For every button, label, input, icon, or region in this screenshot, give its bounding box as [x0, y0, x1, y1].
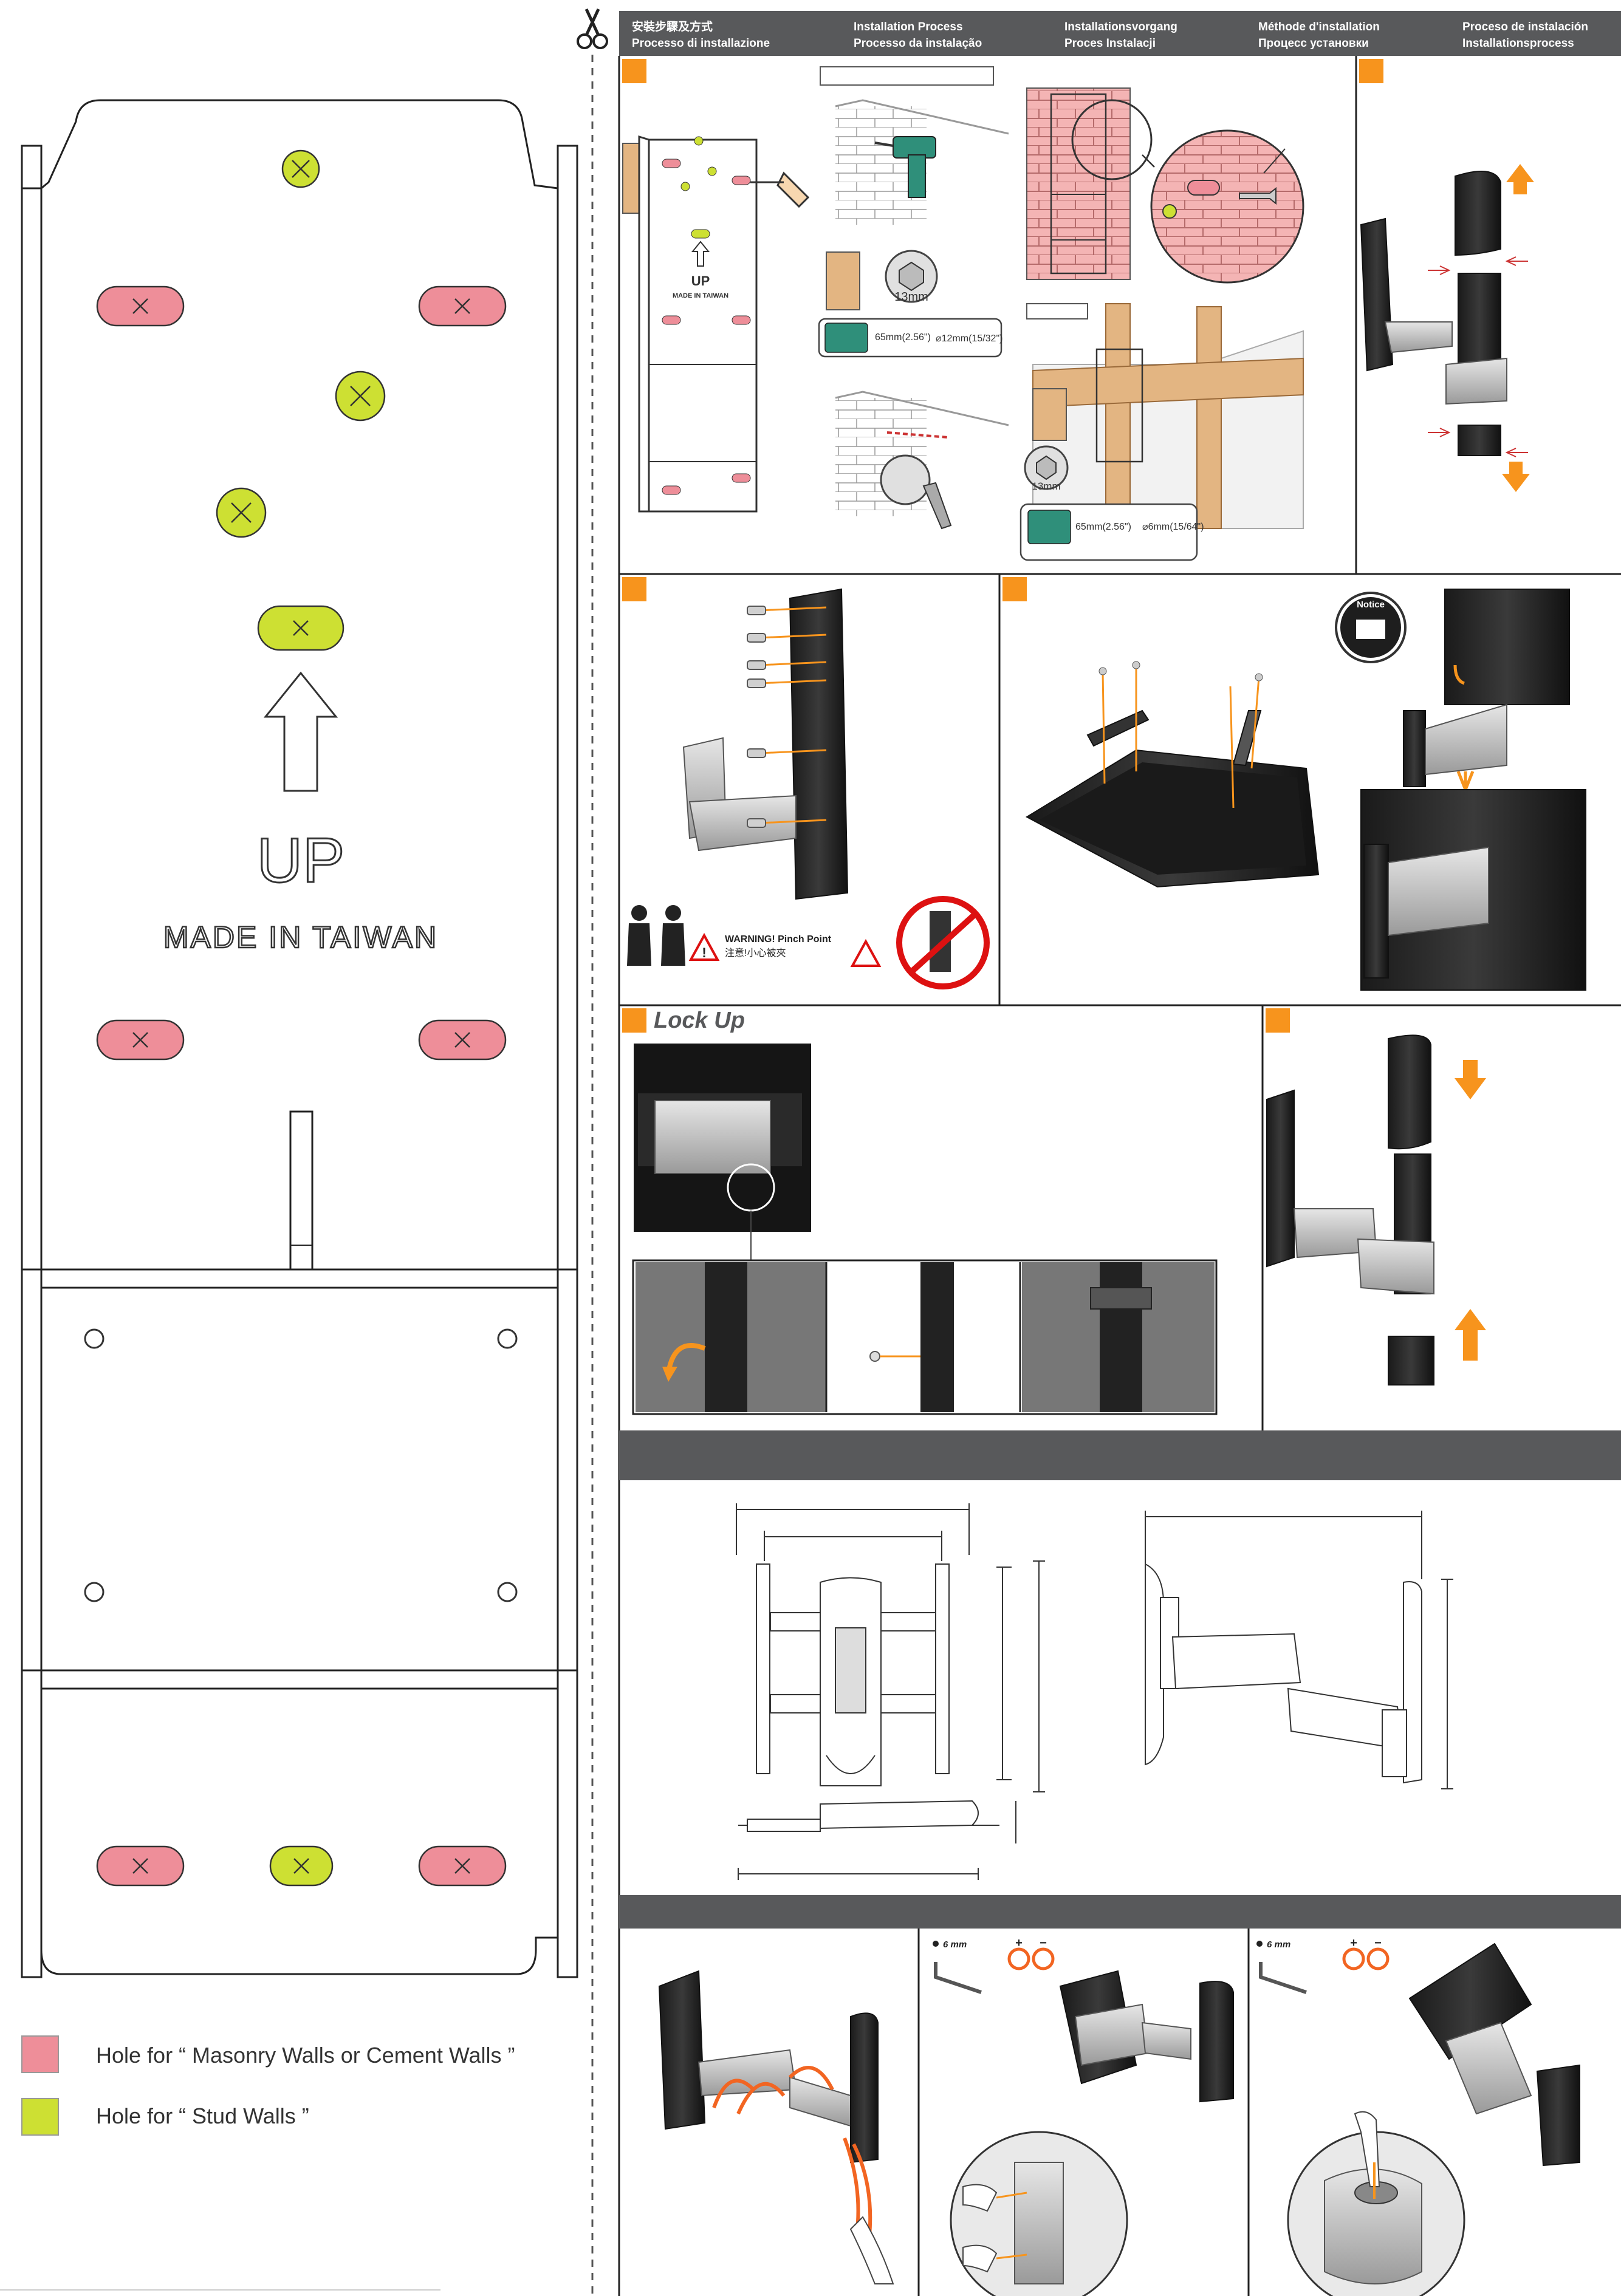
up-arrow-icon — [1455, 1309, 1486, 1361]
step5-tv-brackets-drawing: Notice — [1025, 589, 1586, 991]
depth-masonry-label: 65mm(2.56") — [875, 332, 931, 343]
warning-label: WARNING! Pinch Point — [725, 934, 832, 945]
step-hang-arm-drawing — [1266, 1034, 1486, 1385]
step-marker — [1266, 1008, 1290, 1033]
warning-icon: ! — [688, 932, 720, 961]
svg-text:安裝步驟及方式: 安裝步驟及方式 — [632, 19, 713, 33]
bit-stud-label: ⌀6mm(15/64") — [1142, 522, 1204, 532]
header-bar — [619, 11, 1621, 56]
stud-hole-icon — [335, 371, 386, 422]
masonry-hole-icon — [96, 1845, 185, 1887]
dimension-front-drawing — [736, 1503, 1045, 1880]
notice-icon: Notice — [1335, 592, 1407, 663]
step4-bolts-drawing: ! WARNING! Pinch Point 注意!小心被夾 — [627, 588, 990, 989]
step3-arm-install-drawing — [1360, 164, 1534, 492]
up-arrow-icon — [1506, 164, 1534, 194]
bit-masonry-label: ⌀12mm(15/32") — [936, 333, 1002, 344]
stud-hole-icon — [216, 487, 267, 538]
svg-text:+: + — [1350, 1936, 1357, 1950]
svg-text:+: + — [1015, 1936, 1023, 1950]
svg-text:Processo di installazione: Processo di installazione — [632, 37, 770, 50]
scissors-icon — [577, 8, 608, 49]
svg-text:Proces Instalacji: Proces Instalacji — [1064, 37, 1156, 50]
tension-adjust-drawing-2: 6 mm + − — [1256, 1936, 1580, 2296]
svg-text:−: − — [1374, 1936, 1382, 1950]
masonry-hole-icon — [418, 1019, 507, 1061]
legend-masonry-label: Hole for “ Masonry Walls or Cement Walls… — [96, 2043, 515, 2068]
step2-brick-wall-drawing — [1026, 87, 1304, 284]
svg-text:Installation Process: Installation Process — [854, 21, 963, 33]
lock-up-drawing — [632, 1044, 1218, 1415]
masonry-hole-icon — [96, 1019, 185, 1061]
adjust-bar — [619, 1895, 1621, 1929]
step1-template-drawing: UP MADE IN TAIWAN — [622, 135, 810, 513]
step-marker — [1002, 577, 1027, 601]
warning-zh-label: 注意!小心被夾 — [725, 947, 786, 958]
svg-text:Processo da instalação: Processo da instalação — [854, 37, 982, 50]
no-pinch-icon — [896, 896, 990, 989]
tension-adjust-drawing-1: 6 mm + − — [933, 1936, 1234, 2296]
dimension-bar — [619, 1430, 1621, 1480]
stud-hole-icon — [269, 1845, 334, 1887]
legend-masonry-swatch — [21, 2035, 59, 2073]
step-marker — [622, 577, 646, 601]
svg-text:Installationsvorgang: Installationsvorgang — [1064, 21, 1177, 33]
drill-size-label: 13mm — [894, 290, 928, 304]
dimension-side-drawing — [1145, 1511, 1453, 1789]
up-label: UP — [257, 825, 344, 896]
step2-stud-wall-drawing: 13mm 65mm(2.56") ⌀6mm(15/64") — [1020, 303, 1304, 561]
drill-icon — [874, 136, 936, 198]
svg-text:−: − — [1040, 1936, 1047, 1950]
masonry-hole-icon — [418, 285, 507, 327]
legend-stud-label: Hole for “ Stud Walls ” — [96, 2103, 309, 2128]
step1-drilling-drawing: 13mm 65mm(2.56") ⌀12mm(15/32") — [818, 66, 1009, 530]
masonry-hole-icon — [418, 1845, 507, 1887]
down-arrow-icon — [1455, 1060, 1486, 1099]
svg-text:Процесс установки: Процесс установки — [1258, 37, 1369, 50]
legend-stud-swatch — [21, 2098, 59, 2136]
tension-plus-minus-icon: + − — [1007, 1936, 1055, 1970]
legend: Hole for “ Masonry Walls or Cement Walls… — [21, 2035, 515, 2136]
hex-key-icon: 6 mm — [933, 1939, 982, 1994]
stud-hole-icon — [257, 605, 344, 651]
depth-stud-label: 65mm(2.56") — [1075, 522, 1131, 532]
panel-grid — [618, 56, 1621, 2296]
down-arrow-icon — [1502, 462, 1530, 492]
step-marker — [622, 1008, 646, 1033]
made-in-label: MADE IN TAIWAN — [163, 920, 438, 954]
step-marker — [622, 59, 646, 83]
svg-text:Proceso de instalación: Proceso de instalación — [1462, 21, 1588, 33]
svg-text:6 mm: 6 mm — [1267, 1939, 1290, 1950]
svg-text:!: ! — [702, 945, 706, 960]
masonry-hole-icon — [96, 285, 185, 327]
svg-text:6 mm: 6 mm — [943, 1939, 967, 1950]
cable-management-drawing — [658, 1970, 894, 2284]
step-marker — [1359, 59, 1383, 83]
tension-plus-minus-icon: + − — [1342, 1936, 1390, 1970]
mounting-template: UP MADE IN TAIWAN — [21, 99, 578, 1978]
drill-size-label-2: 13mm — [1032, 480, 1060, 492]
lock-up-title: Lock Up — [654, 1008, 745, 1033]
two-person-icon — [627, 905, 685, 966]
svg-text:UP: UP — [691, 273, 710, 289]
svg-text:Méthode d'installation: Méthode d'installation — [1258, 21, 1380, 33]
svg-text:Installationsprocess: Installationsprocess — [1462, 37, 1574, 50]
up-arrow-icon — [263, 671, 338, 792]
stud-hole-icon — [281, 149, 320, 188]
hex-key-icon: 6 mm — [1256, 1939, 1307, 1994]
svg-text:Notice: Notice — [1357, 600, 1385, 610]
svg-text:MADE IN TAIWAN: MADE IN TAIWAN — [673, 292, 728, 299]
